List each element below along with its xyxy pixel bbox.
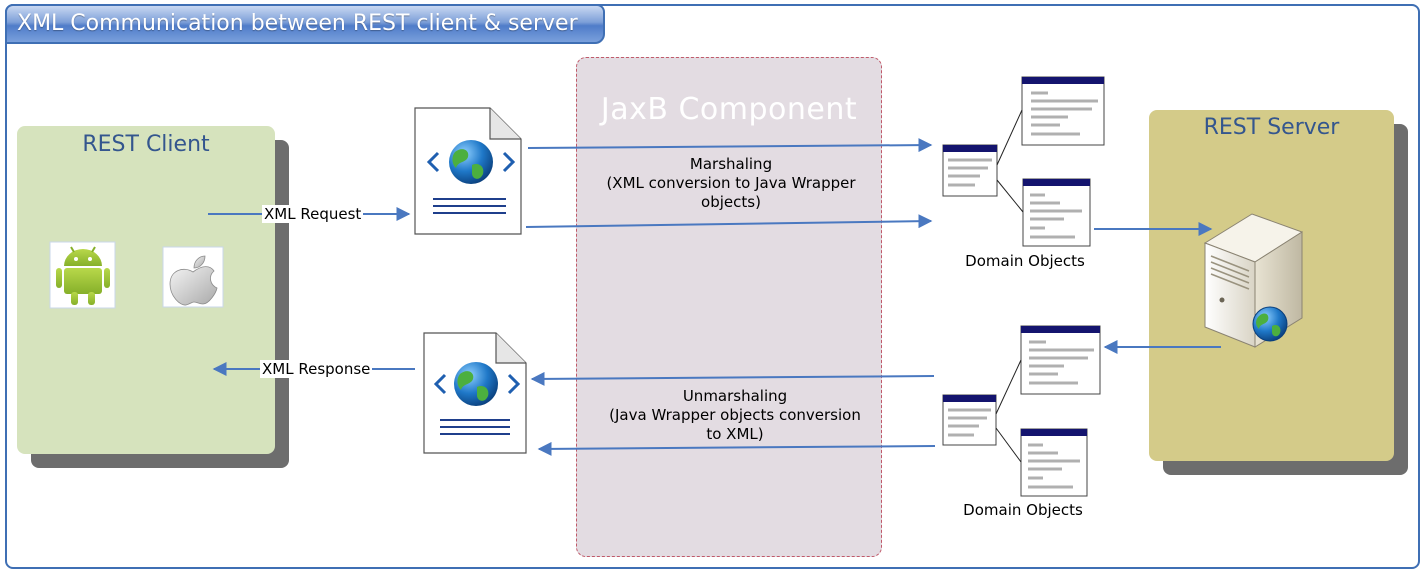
marshaling-desc-2: objects) <box>701 193 761 211</box>
unmarshaling-desc-1: (Java Wrapper objects conversion <box>609 406 861 424</box>
domain-object-icon <box>1022 178 1091 247</box>
rest-server-title: REST Server <box>1203 115 1340 140</box>
marshaling-arrow <box>525 214 933 229</box>
marshaling-desc-1: (XML conversion to Java Wrapper <box>606 174 856 192</box>
domain-object-icon <box>942 144 998 197</box>
unmarshaling-label: Unmarshaling (Java Wrapper objects conve… <box>600 387 870 444</box>
marshaling-label: Marshaling (XML conversion to Java Wrapp… <box>596 155 866 212</box>
unmarshaling-title: Unmarshaling <box>682 387 788 405</box>
domain-object-icon <box>1020 325 1101 395</box>
marshaling-title: Marshaling <box>689 155 773 173</box>
rest-client-title: REST Client <box>82 132 210 157</box>
marshaling-arrow <box>527 138 933 153</box>
domain-object-icon <box>1020 428 1088 497</box>
xml-response-label: XML Response <box>260 360 373 378</box>
domain-objects-label-bottom: Domain Objects <box>963 501 1083 519</box>
domain-object-icon <box>942 394 997 446</box>
unmarshaling-arrow <box>530 371 935 386</box>
xml-request-label: XML Request <box>262 205 364 223</box>
jaxb-title: JaxB Component <box>600 92 858 127</box>
unmarshaling-desc-2: to XML) <box>706 425 764 443</box>
xml-document-icon <box>414 107 522 235</box>
diagram-title: XML Communication between REST client & … <box>5 4 605 44</box>
android-icon <box>49 241 116 309</box>
domain-objects-label-top: Domain Objects <box>965 252 1085 270</box>
xml-document-icon <box>423 332 527 454</box>
unmarshaling-arrow <box>537 441 936 456</box>
apple-icon <box>162 246 224 308</box>
jaxb-component: JaxB Component <box>576 57 882 557</box>
globe-icon <box>1252 306 1288 342</box>
domain-object-icon <box>1021 76 1105 146</box>
